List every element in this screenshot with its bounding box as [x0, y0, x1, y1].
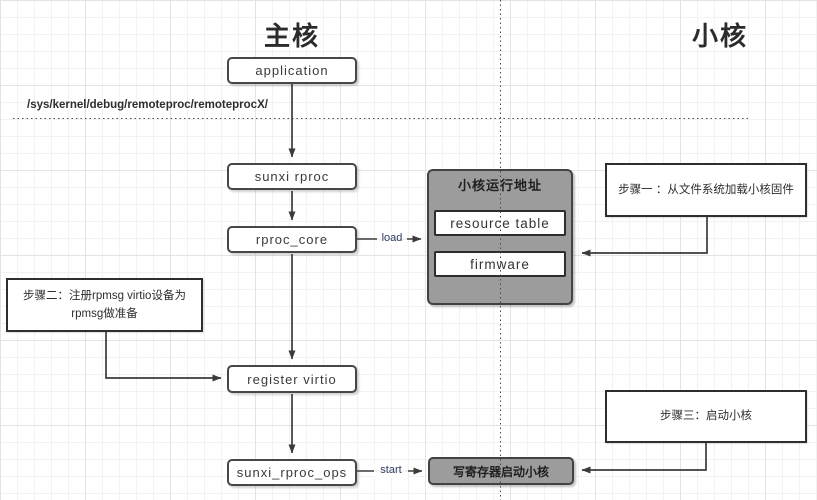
sysfs-path-label: /sys/kernel/debug/remoteproc/remoteprocX… [27, 99, 268, 111]
step-two-text-line2: rpmsg做准备 [71, 308, 138, 320]
main-core-title: 主核 [263, 21, 320, 51]
node-firmware-label: firmware [470, 256, 530, 272]
edge-label-load: load [377, 232, 407, 245]
step-one-note: 步骤一 ：从文件系统加载小核固件 [605, 163, 807, 217]
step-two-text-line1: 步骤二：注册rpmsg virtio设备为 [23, 289, 186, 302]
node-rproc-core: rproc_core [227, 226, 357, 253]
node-application-label: application [255, 63, 329, 78]
step-three-note: 步骤三：启动小核 [605, 390, 807, 443]
node-application: application [227, 57, 357, 84]
node-sunxi-rproc-label: sunxi rproc [254, 169, 330, 184]
node-sunxi-rproc-ops: sunxi_rproc_ops [227, 459, 357, 486]
memory-region-title: 小核运行地址 [457, 178, 542, 193]
memory-region-box: 小核运行地址 resource table firmware [427, 169, 573, 305]
step-two-note: 步骤二：注册rpmsg virtio设备为 rpmsg做准备 [6, 278, 203, 332]
node-start-small-core-label: 写寄存器启动小核 [452, 464, 549, 479]
node-resource-table: resource table [434, 210, 566, 236]
edge-label-start: start [374, 464, 408, 477]
node-resource-table-label: resource table [450, 215, 550, 231]
connector-step-one-to-memory [581, 217, 708, 257]
node-sunxi-rproc-ops-label: sunxi_rproc_ops [236, 465, 348, 480]
node-rproc-core-label: rproc_core [255, 232, 329, 247]
connector-step-three-to-start-node [581, 443, 707, 474]
node-start-small-core: 写寄存器启动小核 [428, 457, 574, 485]
small-core-title: 小核 [691, 21, 748, 51]
node-register-virtio-label: register virtio [247, 371, 337, 387]
node-register-virtio: register virtio [227, 365, 357, 393]
connector-step-two-to-register-virtio [105, 332, 222, 382]
node-firmware: firmware [434, 251, 566, 277]
step-three-text: 步骤三：启动小核 [660, 410, 752, 423]
step-one-text: 步骤一 ：从文件系统加载小核固件 [618, 183, 794, 196]
node-sunxi-rproc: sunxi rproc [227, 163, 357, 190]
